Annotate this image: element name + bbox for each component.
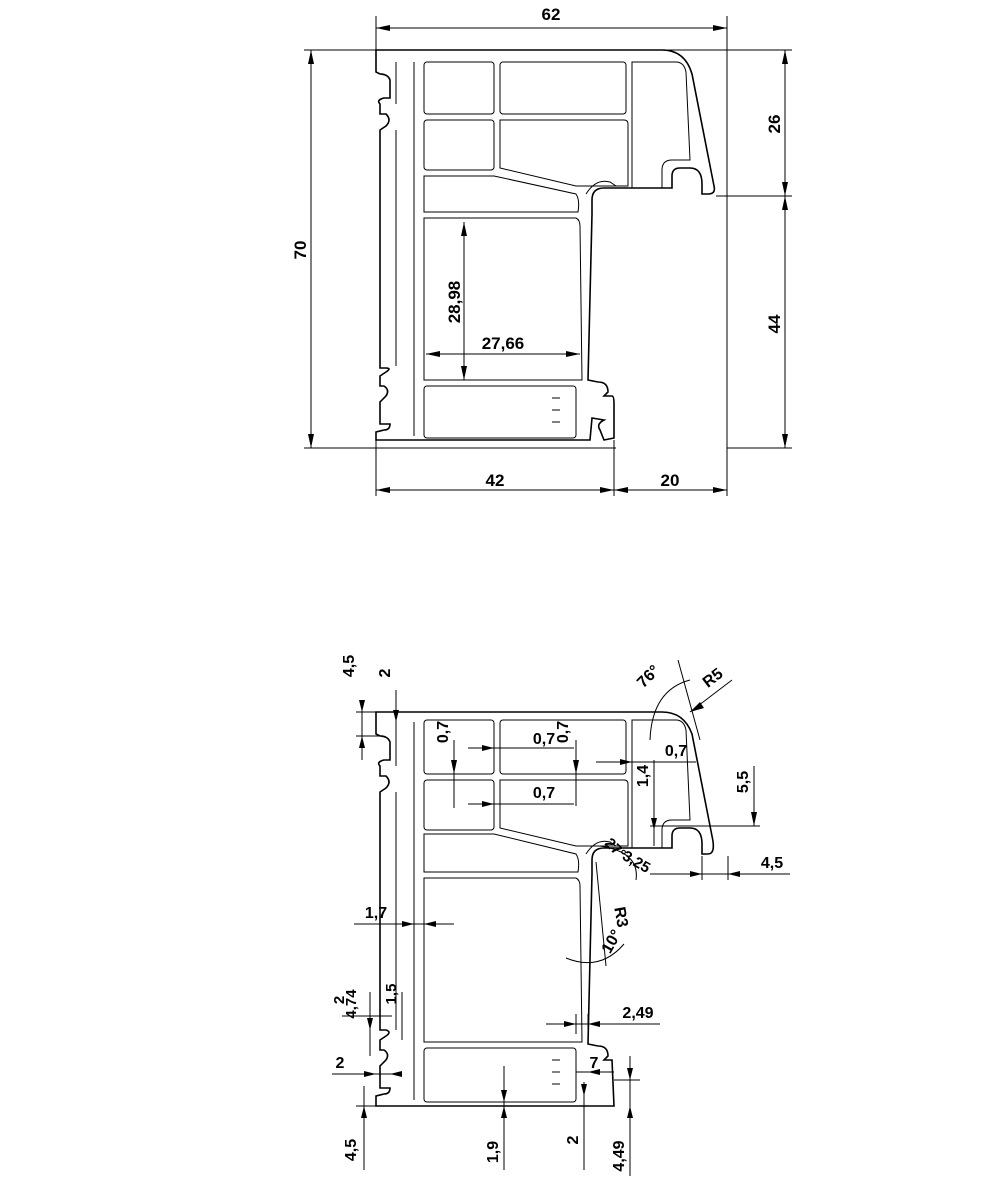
dim-4-74-label: 4,74 — [343, 989, 360, 1019]
profile-view-bottom: 4,5 2 76° R5 0,7 0,7 0,7 0,7 — [331, 655, 790, 1176]
hook-curve — [585, 180, 617, 195]
dim-5-5-label: 5,5 — [735, 771, 752, 793]
chamber-4-2 — [423, 779, 495, 831]
dim-44-label: 44 — [765, 314, 784, 333]
dim-overall-height: 70 — [291, 49, 616, 449]
chamber-7-2 — [423, 877, 583, 1043]
dim-7-label: 7 — [590, 1055, 599, 1072]
dim-4-5-right-label: 4,5 — [761, 855, 783, 872]
dim-28-98-label: 28,98 — [445, 281, 464, 324]
dim-27-66-label: 27,66 — [482, 334, 525, 353]
chamber-6 — [423, 175, 580, 213]
chamber-8-2 — [423, 1047, 577, 1103]
dim-76deg-label: 76° — [634, 662, 663, 691]
chamber-3 — [631, 61, 691, 189]
dim-70-label: 70 — [291, 241, 310, 260]
arc-27deg — [599, 845, 637, 881]
dim-1-4-label: 1,4 — [635, 765, 652, 787]
dim-2-49-label: 2,49 — [622, 1005, 653, 1022]
profile-outline — [375, 49, 716, 441]
dim-20-label: 20 — [661, 471, 680, 490]
dim-26-label: 26 — [765, 115, 784, 134]
dim-chamber-width: 27,66 — [426, 334, 580, 357]
dim-overall-width: 62 — [375, 5, 728, 448]
dim-0-7-b-label: 0,7 — [533, 731, 555, 748]
dim-0-7-e-label: 0,7 — [665, 743, 687, 760]
dim-base-widths: 42 20 — [375, 440, 728, 496]
dim-2-bottom-label: 2 — [565, 1135, 582, 1144]
chamber-2 — [499, 61, 627, 115]
dim-0-7-a-label: 0,7 — [435, 721, 452, 743]
dim-4-49-label: 4,49 — [611, 1140, 628, 1171]
dim-2-lower-label: 2 — [336, 1055, 345, 1072]
dim-62-label: 62 — [542, 5, 561, 24]
dim-0-7-d-label: 0,7 — [533, 785, 555, 802]
chamber-8 — [423, 385, 577, 439]
profile-view-top: 62 70 26 44 — [291, 5, 792, 496]
dim-42-label: 42 — [486, 471, 505, 490]
dim-4-5-bottom-label: 4,5 — [343, 1139, 360, 1161]
chamber-5-2 — [499, 779, 629, 847]
dim-1-9-label: 1,9 — [485, 1141, 502, 1163]
dim-chamber-height: 28,98 — [445, 222, 467, 380]
arc-76deg — [649, 679, 691, 741]
groove-teeth — [552, 397, 560, 423]
dim-right-heights: 26 44 — [662, 49, 792, 449]
chamber-5 — [499, 119, 629, 187]
chamber-6-2 — [423, 833, 580, 873]
hook-curve-2 — [585, 840, 617, 855]
dim-2-top-label: 2 — [377, 668, 394, 677]
chamber-7-main — [423, 217, 583, 381]
chamber-1-2 — [423, 719, 495, 775]
dim-1-5-label: 1,5 — [383, 984, 400, 1005]
chamber-2-2 — [499, 719, 627, 775]
dim-1-7-label: 1,7 — [365, 905, 387, 922]
chamber-1 — [423, 61, 495, 115]
dim-0-7-c-label: 0,7 — [555, 721, 572, 743]
dim-R3-label: R3 — [610, 906, 630, 929]
chamber-3-2 — [631, 719, 691, 849]
dim-4-5-top-label: 4,5 — [341, 655, 358, 677]
groove-teeth-2 — [552, 1059, 560, 1085]
dim-2-left-label: 2 — [331, 996, 348, 1004]
dims-view2: 4,5 2 76° R5 0,7 0,7 0,7 0,7 — [331, 655, 790, 1176]
arc-10deg — [565, 943, 625, 964]
profile-outline-2 — [375, 711, 715, 1107]
chamber-4 — [423, 119, 495, 171]
